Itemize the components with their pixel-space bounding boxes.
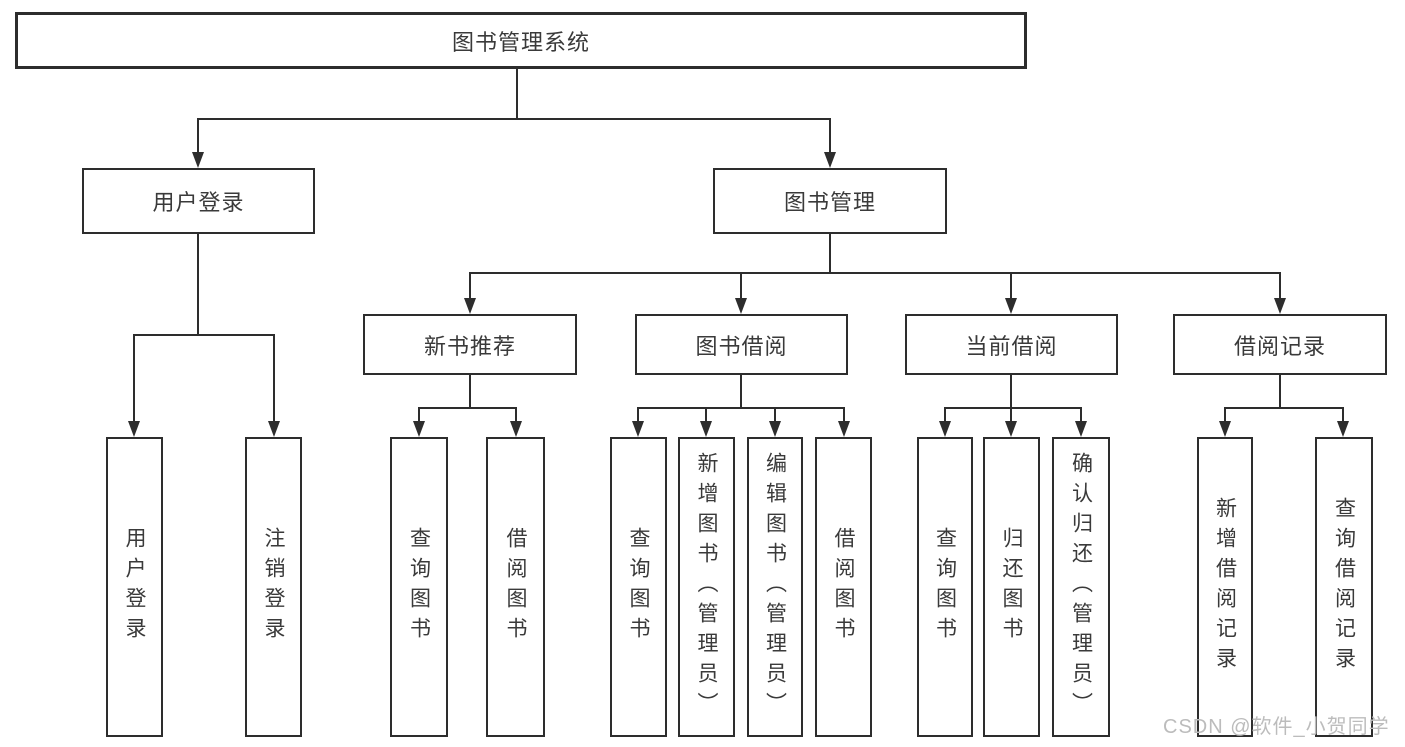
leaf-borrowing-borrow-books-label: 借阅图书 (832, 527, 855, 647)
node-book-borrowing-label: 图书借阅 (695, 333, 788, 359)
connector-drop-book-borrowing (740, 272, 742, 300)
connector-drop-rec-add (1224, 407, 1226, 423)
arrowhead-leaf-logout (268, 421, 280, 437)
node-current-borrowing-label: 当前借阅 (965, 333, 1058, 359)
leaf-current-query-books: 查询图书 (917, 437, 973, 737)
connector-new-books-bus (419, 407, 517, 409)
arrowhead-current-borrowing (1005, 298, 1017, 314)
connector-book-management-bus (470, 272, 1281, 274)
leaf-logout-label: 注销登录 (262, 527, 285, 647)
connector-drop-nb-borrow (515, 407, 517, 423)
node-book-management: 图书管理 (713, 168, 947, 234)
leaf-current-query-books-label: 查询图书 (933, 527, 957, 647)
connector-borrow-records-stub (1279, 375, 1281, 409)
connector-book-borrowing-stub (740, 375, 742, 409)
leaf-borrowing-borrow-books: 借阅图书 (815, 437, 872, 737)
connector-drop-nb-query (418, 407, 420, 423)
arrowhead-nb-borrow (510, 421, 522, 437)
leaf-records-query-record-label: 查询借阅记录 (1332, 497, 1356, 677)
node-borrow-records-label: 借阅记录 (1233, 333, 1326, 359)
node-book-management-label: 图书管理 (783, 190, 876, 215)
leaf-borrowing-query-books: 查询图书 (610, 437, 667, 737)
connector-user-login-bus (134, 334, 275, 336)
leaf-borrowing-add-books-admin: 新增图书（管理员） (678, 437, 735, 737)
leaf-newbooks-borrow-books: 借阅图书 (486, 437, 545, 737)
connector-book-borrowing-bus (638, 407, 845, 409)
connector-drop-bw-query (637, 407, 639, 423)
leaf-newbooks-query-books-label: 查询图书 (407, 527, 431, 647)
connector-drop-bw-borrow (843, 407, 845, 423)
arrowhead-cur-confirm (1075, 421, 1087, 437)
leaf-borrowing-edit-books-admin: 编辑图书（管理员） (747, 437, 803, 737)
node-borrow-records: 借阅记录 (1173, 314, 1387, 375)
connector-new-books-stub (469, 375, 471, 409)
connector-drop-borrow-records (1279, 272, 1281, 300)
connector-drop-current-borrowing (1010, 272, 1012, 300)
arrowhead-book-management (824, 152, 836, 168)
leaf-current-confirm-return-admin-label: 确认归还（管理员） (1069, 452, 1093, 722)
connector-current-borrowing-bus (945, 407, 1082, 409)
connector-drop-cur-query (944, 407, 946, 423)
connector-drop-new-books (469, 272, 471, 300)
node-new-book-recommend: 新书推荐 (363, 314, 577, 375)
node-root: 图书管理系统 (15, 12, 1027, 69)
connector-drop-cur-return (1010, 407, 1012, 423)
leaf-records-add-record-label: 新增借阅记录 (1213, 497, 1237, 677)
arrowhead-cur-return (1005, 421, 1017, 437)
connector-user-login-stub (197, 233, 199, 336)
node-current-borrowing: 当前借阅 (905, 314, 1118, 375)
leaf-records-query-record: 查询借阅记录 (1315, 437, 1373, 737)
connector-drop-user-login (197, 118, 199, 154)
leaf-current-return-books-label: 归还图书 (1000, 527, 1023, 647)
connector-book-management-stub (829, 233, 831, 274)
leaf-borrowing-add-books-admin-label: 新增图书（管理员） (695, 452, 718, 722)
leaf-newbooks-query-books: 查询图书 (390, 437, 448, 737)
arrowhead-new-books (464, 298, 476, 314)
leaf-user-login: 用户登录 (106, 437, 163, 737)
node-new-book-recommend-label: 新书推荐 (423, 333, 516, 359)
connector-root-bus (198, 118, 831, 120)
arrowhead-bw-borrow (838, 421, 850, 437)
connector-drop-bw-edit (774, 407, 776, 423)
arrowhead-cur-query (939, 421, 951, 437)
connector-drop-bw-add (705, 407, 707, 423)
arrowhead-book-borrowing (735, 298, 747, 314)
arrowhead-bw-query (632, 421, 644, 437)
leaf-current-confirm-return-admin: 确认归还（管理员） (1052, 437, 1110, 737)
node-user-login-label: 用户登录 (152, 190, 245, 215)
arrowhead-rec-add (1219, 421, 1231, 437)
leaf-borrowing-query-books-label: 查询图书 (627, 527, 650, 647)
connector-drop-book-management (829, 118, 831, 154)
leaf-user-login-label: 用户登录 (123, 527, 146, 647)
connector-current-borrowing-stub (1010, 375, 1012, 409)
leaf-logout: 注销登录 (245, 437, 302, 737)
node-user-login: 用户登录 (82, 168, 315, 234)
connector-drop-cur-confirm (1080, 407, 1082, 423)
arrowhead-borrow-records (1274, 298, 1286, 314)
csdn-watermark: CSDN @软件_小贺同学 (1163, 716, 1390, 738)
leaf-current-return-books: 归还图书 (983, 437, 1040, 737)
arrowhead-leaf-login (128, 421, 140, 437)
node-book-borrowing: 图书借阅 (635, 314, 848, 375)
connector-drop-rec-query (1342, 407, 1344, 423)
node-root-label: 图书管理系统 (451, 29, 590, 55)
leaf-newbooks-borrow-books-label: 借阅图书 (504, 527, 527, 647)
connector-drop-leaf-login (133, 334, 135, 422)
connector-drop-leaf-logout (273, 334, 275, 422)
arrowhead-nb-query (413, 421, 425, 437)
leaf-records-add-record: 新增借阅记录 (1197, 437, 1253, 737)
leaf-borrowing-edit-books-admin-label: 编辑图书（管理员） (763, 452, 787, 722)
arrowhead-bw-edit (769, 421, 781, 437)
connector-root-stub (516, 68, 518, 120)
connector-borrow-records-bus (1225, 407, 1344, 409)
arrowhead-user-login (192, 152, 204, 168)
arrowhead-rec-query (1337, 421, 1349, 437)
arrowhead-bw-add (700, 421, 712, 437)
